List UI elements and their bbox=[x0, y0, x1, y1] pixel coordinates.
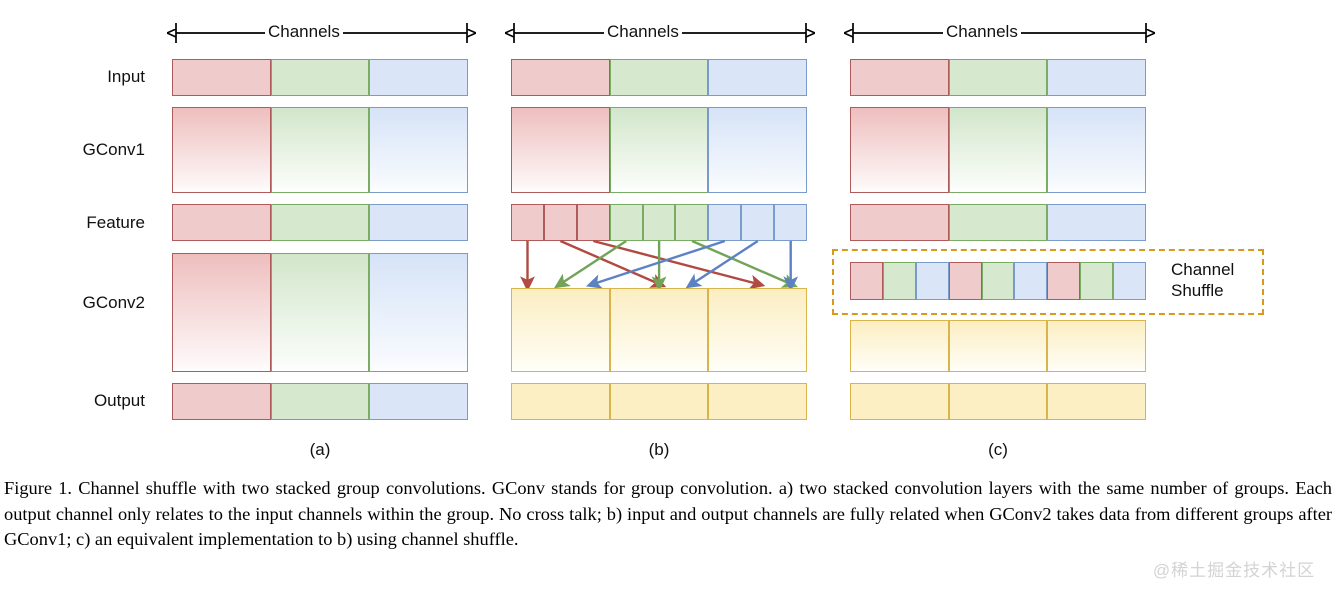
panel-b-feature-cell-2 bbox=[543, 204, 577, 241]
panel-b-gconv1-cell-red bbox=[511, 107, 610, 193]
panel-c-input-cell-blue bbox=[1047, 59, 1146, 96]
channel-shuffle-label-line1: Channel bbox=[1171, 260, 1235, 279]
panel-c-gconv2-cell-3 bbox=[1047, 320, 1146, 372]
panel-b-gconv2-cell-3 bbox=[708, 288, 807, 372]
panel-a-output-cell-blue bbox=[369, 383, 468, 420]
panel-b-gconv2-cell-2 bbox=[609, 288, 709, 372]
panel-c-input-cell-red bbox=[850, 59, 949, 96]
panel-b-feature-cell-6 bbox=[675, 204, 709, 241]
panel-a-gconv2-bar bbox=[172, 253, 468, 372]
panel-c-shuffle-bar bbox=[850, 262, 1147, 300]
panel-c-shuffle-cell-5 bbox=[981, 262, 1015, 300]
panel-b-gconv2-cell-1 bbox=[511, 288, 610, 372]
panel-b-gconv1-bar bbox=[511, 107, 807, 193]
panel-a-gconv2-cell-green bbox=[270, 253, 370, 372]
panel-b-output-bar bbox=[511, 383, 807, 420]
panel-label-a: (a) bbox=[309, 440, 331, 459]
panel-a-output-bar bbox=[172, 383, 468, 420]
panel-b-feature-cell-7 bbox=[708, 204, 742, 241]
panel-a-gconv1-bar bbox=[172, 107, 468, 193]
panel-a-gconv2-cell-blue bbox=[369, 253, 468, 372]
panel-c-shuffle-cell-2 bbox=[882, 262, 916, 300]
panel-a-input-cell-blue bbox=[369, 59, 468, 96]
panel-a-gconv1-cell-green bbox=[270, 107, 370, 193]
panel-c-feature-cell-green bbox=[948, 204, 1048, 241]
panel-a-input-cell-red bbox=[172, 59, 271, 96]
panel-c-shuffle-cell-9 bbox=[1113, 262, 1147, 300]
panel-b-input-cell-blue bbox=[708, 59, 807, 96]
channels-label-b: Channels bbox=[604, 23, 682, 40]
panel-c-output-bar bbox=[850, 383, 1146, 420]
panel-c-feature-bar bbox=[850, 204, 1146, 241]
panel-c-gconv2-bar bbox=[850, 320, 1146, 372]
panel-c-output-cell-3 bbox=[1047, 383, 1146, 420]
row-label-gconv1: GConv1 bbox=[82, 140, 145, 159]
panel-a-gconv2-cell-red bbox=[172, 253, 271, 372]
channel-shuffle-label-line2: Shuffle bbox=[1171, 281, 1224, 300]
panel-b-feature-bar bbox=[511, 204, 808, 241]
panel-c-output-cell-2 bbox=[948, 383, 1048, 420]
channel-shuffle-label: Channel Shuffle bbox=[1171, 259, 1263, 301]
panel-b-output-cell-3 bbox=[708, 383, 807, 420]
panel-c-feature-cell-red bbox=[850, 204, 949, 241]
channels-label-a: Channels bbox=[265, 23, 343, 40]
panel-b-gconv2-bar bbox=[511, 288, 807, 372]
panel-c-gconv1-bar bbox=[850, 107, 1146, 193]
panel-c-shuffle-cell-1 bbox=[850, 262, 883, 300]
channels-label-c: Channels bbox=[943, 23, 1021, 40]
panel-c-gconv1-cell-red bbox=[850, 107, 949, 193]
panel-a-gconv1-cell-red bbox=[172, 107, 271, 193]
panel-a-gconv1-cell-blue bbox=[369, 107, 468, 193]
panel-b-input-bar bbox=[511, 59, 807, 96]
channel-shuffle-box bbox=[832, 249, 1264, 315]
panel-b-output-cell-2 bbox=[609, 383, 709, 420]
panel-c-gconv2-cell-1 bbox=[850, 320, 949, 372]
panel-b-feature-cell-9 bbox=[774, 204, 808, 241]
panel-c-gconv1-cell-green bbox=[948, 107, 1048, 193]
row-label-feature: Feature bbox=[86, 213, 145, 232]
panel-b-input-cell-green bbox=[609, 59, 709, 96]
panel-a-feature-cell-red bbox=[172, 204, 271, 241]
panel-b-feature-cell-5 bbox=[642, 204, 676, 241]
panel-a-input-cell-green bbox=[270, 59, 370, 96]
panel-a-feature-cell-green bbox=[270, 204, 370, 241]
panel-label-b: (b) bbox=[648, 440, 670, 459]
panel-a-output-cell-green bbox=[270, 383, 370, 420]
row-label-output: Output bbox=[93, 391, 145, 410]
panel-a-feature-bar bbox=[172, 204, 468, 241]
panel-a-input-bar bbox=[172, 59, 468, 96]
panel-b-gconv1-cell-blue bbox=[708, 107, 807, 193]
panel-b-output-cell-1 bbox=[511, 383, 610, 420]
panel-b-feature-cell-8 bbox=[741, 204, 775, 241]
watermark: @稀土掘金技术社区 bbox=[1152, 561, 1316, 580]
panel-c-output-cell-1 bbox=[850, 383, 949, 420]
panel-b-input-cell-red bbox=[511, 59, 610, 96]
panel-c-shuffle-cell-7 bbox=[1047, 262, 1081, 300]
panel-c-input-bar bbox=[850, 59, 1146, 96]
panel-b-feature-cell-3 bbox=[576, 204, 610, 241]
panel-c-gconv1-cell-blue bbox=[1047, 107, 1146, 193]
panel-b-feature-cell-4 bbox=[609, 204, 643, 241]
panel-c-shuffle-cell-3 bbox=[915, 262, 949, 300]
panel-c-input-cell-green bbox=[948, 59, 1048, 96]
panel-c-shuffle-cell-6 bbox=[1014, 262, 1048, 300]
panel-a-feature-cell-blue bbox=[369, 204, 468, 241]
panel-c-shuffle-cell-4 bbox=[948, 262, 982, 300]
panel-b-feature-cell-1 bbox=[511, 204, 544, 241]
panel-b-gconv1-cell-green bbox=[609, 107, 709, 193]
panel-c-shuffle-cell-8 bbox=[1080, 262, 1114, 300]
figure-caption: Figure 1. Channel shuffle with two stack… bbox=[4, 478, 1332, 550]
row-label-input: Input bbox=[107, 67, 145, 86]
panel-c-gconv2-cell-2 bbox=[948, 320, 1048, 372]
panel-a-output-cell-red bbox=[172, 383, 271, 420]
row-label-gconv2: GConv2 bbox=[82, 293, 145, 312]
panel-c-feature-cell-blue bbox=[1047, 204, 1146, 241]
panel-label-c: (c) bbox=[988, 440, 1008, 459]
